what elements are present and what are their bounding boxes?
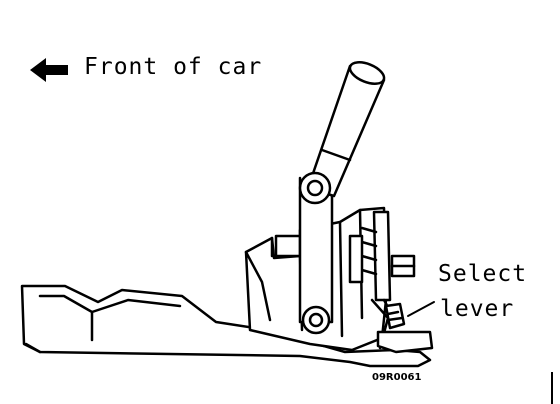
edge-mark <box>551 372 553 404</box>
select-lever <box>376 302 434 354</box>
select-lever-label-line2: lever <box>440 296 515 322</box>
direction-label: Front of car <box>84 54 263 80</box>
select-lever-label-line1: Select <box>438 261 528 287</box>
select-lever-leader <box>407 301 435 317</box>
figure-code: 09R0061 <box>372 372 422 383</box>
shift-lever <box>298 61 386 335</box>
arrow-left-icon <box>30 58 68 82</box>
spring-assembly <box>348 210 416 350</box>
